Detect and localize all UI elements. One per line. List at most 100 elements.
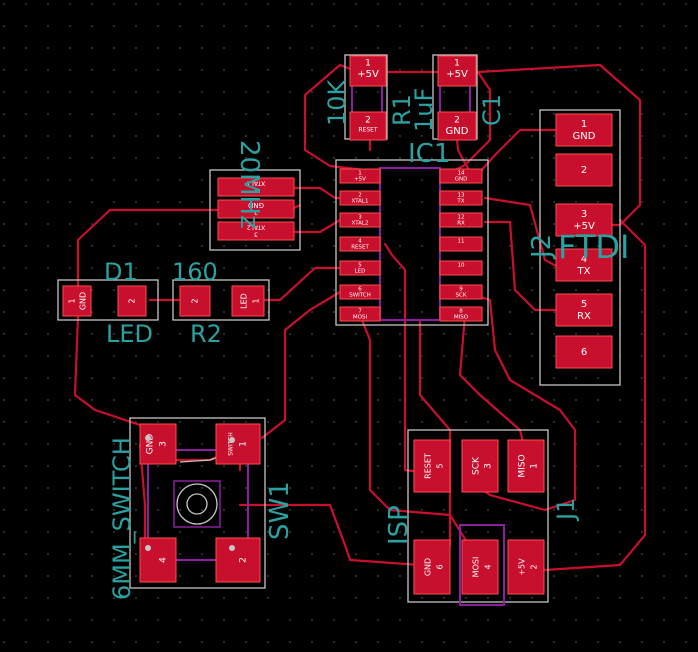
- svg-text:2: 2: [530, 564, 539, 569]
- svg-text:2: 2: [454, 116, 460, 126]
- ftdi-pad-5[interactable]: 5RX: [555, 293, 613, 327]
- svg-text:3: 3: [484, 463, 494, 469]
- r2-pad-1[interactable]: LED 1: [231, 285, 265, 317]
- ftdi-value-label: FTDI: [558, 228, 629, 266]
- svg-text:12: 12: [458, 215, 465, 221]
- ic1-pad-1[interactable]: 1+5V: [339, 168, 381, 184]
- svg-text:GND: GND: [446, 126, 469, 137]
- svg-text:XTAL2: XTAL2: [352, 221, 369, 227]
- svg-text:XTAL1: XTAL1: [352, 199, 369, 205]
- isp-pad-5[interactable]: RESET 5: [413, 439, 451, 493]
- svg-text:1: 1: [252, 298, 261, 303]
- svg-text:RX: RX: [457, 221, 465, 227]
- svg-text:2: 2: [365, 116, 371, 126]
- sw-value-label: 6MM_SWITCH: [108, 437, 136, 600]
- svg-text:MOSI: MOSI: [353, 315, 368, 321]
- isp-pad-3[interactable]: SCK 3: [461, 439, 499, 493]
- xtal-pad-3[interactable]: 3 XTAL2: [217, 221, 295, 241]
- component-labels: 10K R1 1uF C1 IC1 20MHz D1 LED 160 R2 FT…: [104, 78, 629, 600]
- sw1-pad-2[interactable]: 2: [215, 537, 261, 583]
- xtal-pad-2[interactable]: 2 GND: [217, 199, 295, 219]
- svg-text:MISO: MISO: [518, 454, 528, 477]
- d1-pad-1[interactable]: 1 GND: [62, 285, 92, 317]
- j2-ref-label: J2: [527, 234, 557, 260]
- svg-text:6: 6: [436, 564, 445, 569]
- svg-text:+5V: +5V: [354, 177, 366, 183]
- svg-text:3: 3: [254, 231, 258, 238]
- c1-pad-2[interactable]: 2 GND: [437, 111, 477, 141]
- svg-text:4: 4: [581, 254, 587, 265]
- d1-value-label: LED: [106, 320, 153, 348]
- r1-pad-2[interactable]: 2 RESET: [349, 111, 387, 141]
- ic1-pad-11[interactable]: 11: [439, 236, 483, 252]
- svg-text:+5V: +5V: [518, 558, 527, 576]
- svg-text:4: 4: [159, 557, 169, 563]
- svg-text:GND: GND: [79, 292, 88, 310]
- ftdi-pad-3[interactable]: 3+5V: [555, 203, 613, 237]
- j1-ref-label: J1: [552, 498, 580, 522]
- c1-ref-label: C1: [478, 94, 506, 126]
- r2-value-label: 160: [172, 258, 218, 286]
- r1-pad-1[interactable]: 1 +5V: [349, 55, 387, 87]
- isp-pad-4[interactable]: MOSI 4: [461, 539, 499, 595]
- sw1-pad-3[interactable]: GND 3: [139, 423, 177, 465]
- svg-text:2: 2: [239, 557, 249, 563]
- svg-text:RESET: RESET: [424, 453, 433, 479]
- svg-text:LED: LED: [355, 269, 366, 275]
- d1-pad-2[interactable]: 2: [117, 285, 147, 317]
- ftdi-pad-6[interactable]: 6: [555, 335, 613, 369]
- isp-pad-2[interactable]: +5V 2: [507, 539, 545, 595]
- c1-pad-1[interactable]: 1 +5V: [437, 55, 477, 87]
- sw1-corner-holes: [145, 435, 235, 551]
- svg-text:4: 4: [358, 239, 362, 245]
- svg-text:2: 2: [254, 209, 258, 216]
- isp-value-label: ISP: [384, 505, 414, 545]
- sw1-ref-label: SW1: [265, 481, 295, 540]
- svg-text:7: 7: [358, 309, 362, 315]
- svg-text:1: 1: [530, 463, 540, 469]
- r1-ref-label: R1: [388, 94, 416, 126]
- svg-text:GND: GND: [424, 558, 433, 576]
- r2-pad-2[interactable]: 2: [179, 285, 211, 317]
- svg-text:13: 13: [458, 193, 465, 199]
- ftdi-pad-4[interactable]: 4TX: [555, 248, 613, 282]
- d1-ref-label: D1: [104, 258, 138, 286]
- svg-text:6: 6: [581, 347, 587, 358]
- svg-text:5: 5: [358, 263, 362, 269]
- xtal-pad-1[interactable]: 1 XTAL1: [217, 177, 295, 197]
- ftdi-pad-2[interactable]: 2: [555, 153, 613, 187]
- svg-text:1: 1: [68, 298, 77, 303]
- svg-text:4: 4: [484, 564, 493, 569]
- isp-pad-6[interactable]: GND 6: [413, 539, 451, 595]
- svg-text:RX: RX: [577, 311, 591, 322]
- sw1-pad-4[interactable]: 4: [139, 537, 177, 583]
- svg-text:SWITCH: SWITCH: [228, 432, 235, 456]
- svg-text:+5V: +5V: [446, 69, 468, 80]
- svg-text:14: 14: [458, 171, 465, 177]
- svg-text:11: 11: [458, 239, 465, 245]
- isp-pad-1[interactable]: MISO 1: [507, 439, 545, 493]
- svg-text:6: 6: [358, 287, 362, 293]
- svg-text:SCK: SCK: [456, 293, 467, 299]
- sw1-pad-1[interactable]: SWITCH 1: [215, 423, 261, 465]
- ic1-pad-10[interactable]: 10: [439, 260, 483, 276]
- svg-text:SCK: SCK: [472, 456, 482, 475]
- svg-text:1: 1: [239, 441, 249, 447]
- r1-value-label: 10K: [323, 78, 351, 126]
